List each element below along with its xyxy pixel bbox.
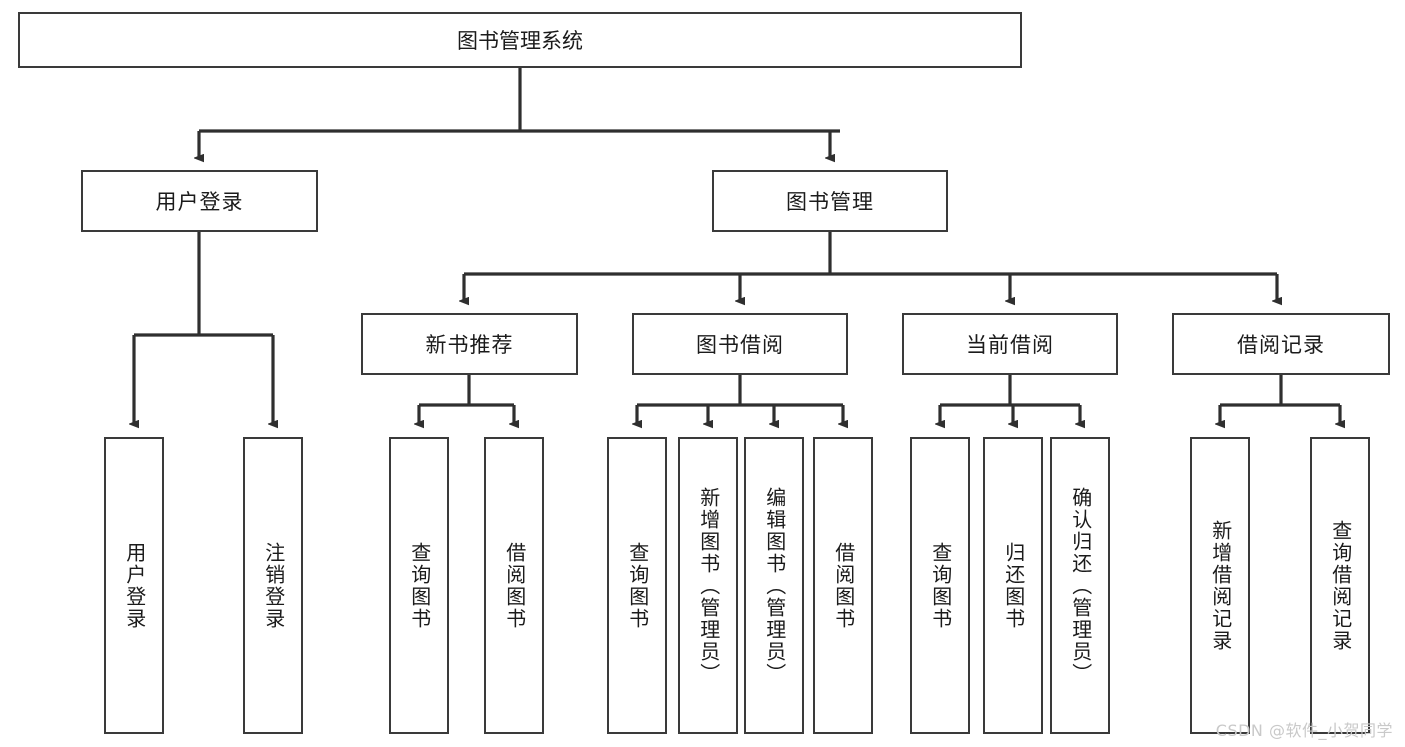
node-root-label: 图书管理系统 xyxy=(457,29,583,53)
leaf-add-borrow-record[interactable]: 新增借阅记录 xyxy=(1190,437,1250,734)
leaf-label: 新增图书（管理员） xyxy=(696,486,721,685)
leaf-label: 新增借阅记录 xyxy=(1208,519,1233,652)
leaf-label: 编辑图书（管理员） xyxy=(762,486,787,685)
leaf-query-book-current[interactable]: 查询图书 xyxy=(910,437,970,734)
leaf-query-book-borrow[interactable]: 查询图书 xyxy=(607,437,667,734)
leaf-label: 查询借阅记录 xyxy=(1328,519,1353,652)
leaf-confirm-return-admin[interactable]: 确认归还（管理员） xyxy=(1050,437,1110,734)
leaf-edit-book-admin[interactable]: 编辑图书（管理员） xyxy=(744,437,804,734)
leaf-label: 查询图书 xyxy=(625,541,650,630)
node-book-management[interactable]: 图书管理 xyxy=(712,170,948,232)
node-user-login[interactable]: 用户登录 xyxy=(81,170,318,232)
leaf-user-login[interactable]: 用户登录 xyxy=(104,437,164,734)
leaf-borrow-book[interactable]: 借阅图书 xyxy=(813,437,873,734)
node-new-book-recommend-label: 新书推荐 xyxy=(425,333,514,357)
leaf-add-book-admin[interactable]: 新增图书（管理员） xyxy=(678,437,738,734)
node-user-login-label: 用户登录 xyxy=(155,190,244,214)
node-book-borrow-label: 图书借阅 xyxy=(696,333,784,357)
node-root[interactable]: 图书管理系统 xyxy=(18,12,1022,68)
node-current-borrow-label: 当前借阅 xyxy=(966,333,1054,357)
leaf-query-book-recommend[interactable]: 查询图书 xyxy=(389,437,449,734)
leaf-return-book[interactable]: 归还图书 xyxy=(983,437,1043,734)
leaf-query-borrow-record[interactable]: 查询借阅记录 xyxy=(1310,437,1370,734)
leaf-label: 借阅图书 xyxy=(831,541,856,630)
leaf-label: 归还图书 xyxy=(1001,541,1026,630)
node-new-book-recommend[interactable]: 新书推荐 xyxy=(361,313,578,375)
leaf-logout[interactable]: 注销登录 xyxy=(243,437,303,734)
node-borrow-records-label: 借阅记录 xyxy=(1237,333,1325,357)
node-book-management-label: 图书管理 xyxy=(786,190,874,214)
node-borrow-records[interactable]: 借阅记录 xyxy=(1172,313,1390,375)
leaf-label: 查询图书 xyxy=(407,541,432,630)
node-book-borrow[interactable]: 图书借阅 xyxy=(632,313,848,375)
node-current-borrow[interactable]: 当前借阅 xyxy=(902,313,1118,375)
leaf-borrow-book-recommend[interactable]: 借阅图书 xyxy=(484,437,544,734)
leaf-label: 查询图书 xyxy=(928,541,953,630)
leaf-label: 注销登录 xyxy=(261,541,286,630)
leaf-label: 借阅图书 xyxy=(502,541,527,630)
leaf-label: 用户登录 xyxy=(122,541,147,630)
leaf-label: 确认归还（管理员） xyxy=(1068,486,1093,685)
